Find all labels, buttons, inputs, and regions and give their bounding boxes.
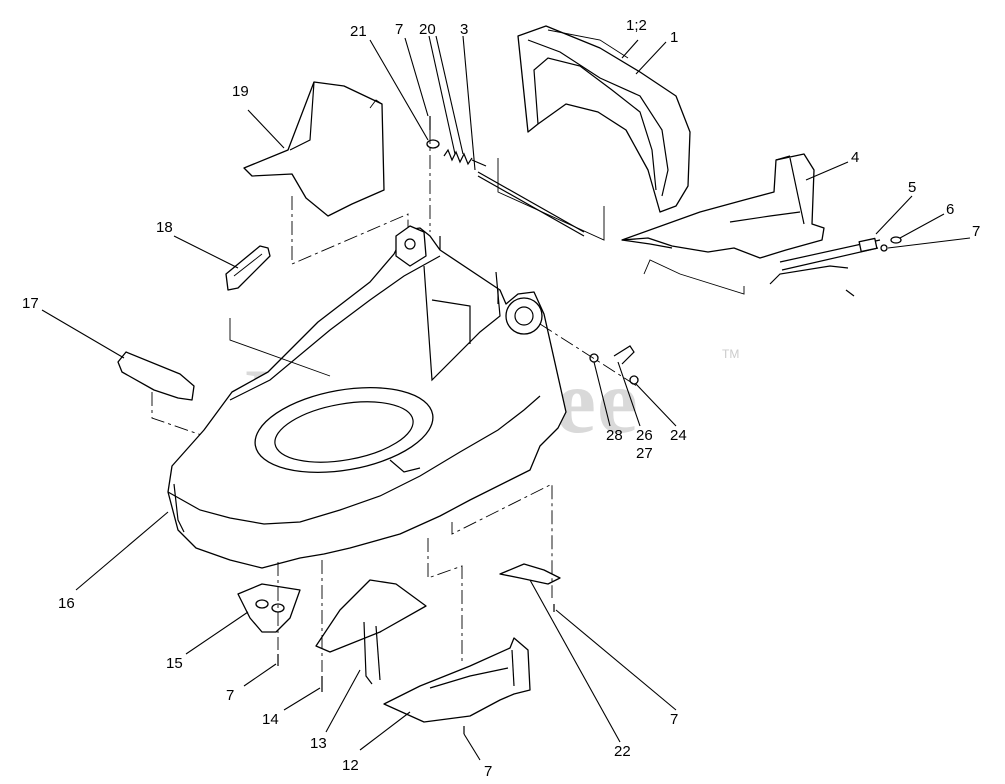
callout-13: 13 [310,735,327,752]
part-4-rear-channel[interactable] [621,153,825,295]
callout-1-2: 1;2 [626,17,647,34]
callout-16: 16 [58,595,75,612]
callout-12: 12 [342,757,359,774]
part-28-bracket[interactable] [589,353,599,363]
part-21-clip[interactable] [426,139,440,149]
callout-18: 18 [156,219,173,236]
callout-6: 6 [946,201,954,218]
callout-28: 28 [606,427,623,444]
leader-lines [41,35,971,761]
callout-20: 20 [419,21,436,38]
callout-14: 14 [262,711,279,728]
part-26-27-washer[interactable] [613,345,635,365]
part-5-axle[interactable] [769,237,881,285]
callout-27: 27 [636,445,653,462]
part-6-washer[interactable] [890,236,902,244]
callout-7-left-bottom: 7 [226,687,234,704]
callout-4: 4 [851,149,859,166]
callout-26: 26 [636,427,653,444]
part-3-rod[interactable] [477,158,605,241]
part-22-clip[interactable] [499,563,561,585]
callout-7-top: 7 [395,21,403,38]
part-15-bracket[interactable] [237,583,301,633]
callout-5: 5 [908,179,916,196]
callout-22: 22 [614,743,631,760]
callout-1: 1 [670,29,678,46]
callout-7-right-bottom: 7 [670,711,678,728]
part-16-deck[interactable] [167,225,567,569]
part-13-skirt[interactable] [315,579,427,685]
part-19-flap[interactable] [243,81,409,265]
callout-15: 15 [166,655,183,672]
callout-19: 19 [232,83,249,100]
callout-3: 3 [460,21,468,38]
part-1-bag-frame[interactable] [517,25,691,213]
callout-24: 24 [670,427,687,444]
callout-21: 21 [350,23,367,40]
part-20-spring[interactable] [443,148,487,167]
part-18-grip[interactable] [225,245,271,291]
part-12-discharge[interactable] [383,637,531,723]
callout-7-bottom: 7 [484,763,492,780]
watermark-trademark: TM [722,347,739,361]
part-17-deflector[interactable] [117,351,211,439]
part-7-pin-right[interactable] [845,244,888,297]
callout-17: 17 [22,295,39,312]
callout-7-right: 7 [972,223,980,240]
callouts: 1;2 1 21 7 20 3 19 4 5 6 7 18 17 28 26 2… [22,17,980,780]
